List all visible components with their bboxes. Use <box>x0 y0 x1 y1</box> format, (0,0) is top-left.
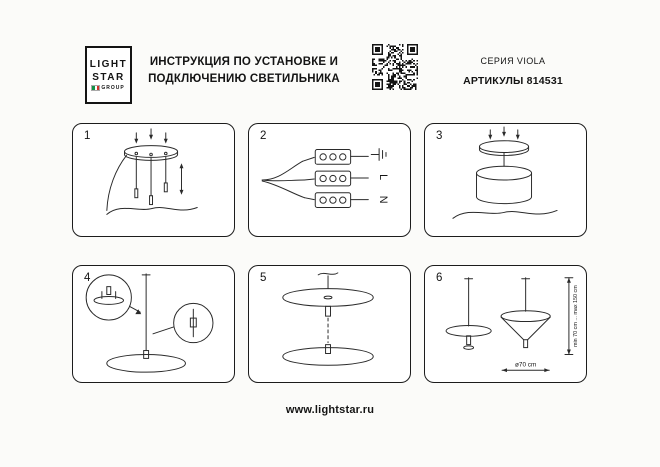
step-panel-2: 2 <box>248 123 411 237</box>
logo-bottom-row: GROUP <box>91 85 125 91</box>
logo-text-light: LIGHT <box>89 59 128 70</box>
step-panel-6: 6 <box>424 265 587 383</box>
instruction-steps-grid: 1 <box>72 123 587 383</box>
product-info: СЕРИЯ VIOLA АРТИКУЛЫ 814531 <box>443 56 583 87</box>
diagram-assembly-details <box>85 273 214 373</box>
diagram-disc-stack <box>282 272 374 366</box>
step-panel-1: 1 <box>72 123 235 237</box>
diagram-ceiling-mount <box>106 128 198 215</box>
articles-line: АРТИКУЛЫ 814531 <box>443 75 583 87</box>
articles-word: АРТИКУЛЫ <box>463 75 524 87</box>
neutral-wire-label: N <box>377 196 389 204</box>
qr-code-icon <box>372 44 418 90</box>
diagram-final-dimensions: min 70 cm ... max 150 cm ø70 cm <box>445 277 579 373</box>
step-number: 6 <box>436 272 443 284</box>
step-number: 4 <box>84 272 91 284</box>
website-url: www.lightstar.ru <box>285 404 375 416</box>
logo-text-star: STAR <box>92 71 125 83</box>
diameter-label: ø70 cm <box>515 361 536 368</box>
diagram-wiring: L N <box>261 148 389 208</box>
article-number: 814531 <box>526 75 563 87</box>
italy-flag-icon <box>91 85 101 91</box>
height-range-label: min 70 cm ... max 150 cm <box>573 285 579 347</box>
live-wire-label: L <box>377 174 389 180</box>
step-number: 1 <box>84 130 91 142</box>
step-panel-3: 3 <box>424 123 587 237</box>
step-panel-5: 5 <box>248 265 411 383</box>
step-panel-4: 4 <box>72 265 235 383</box>
page-title: ИНСТРУКЦИЯ ПО УСТАНОВКЕ И ПОДКЛЮЧЕНИЮ СВ… <box>137 54 351 89</box>
step-number: 3 <box>436 130 443 142</box>
title-line-2: ПОДКЛЮЧЕНИЮ СВЕТИЛЬНИКА <box>148 73 340 86</box>
series-label: СЕРИЯ VIOLA <box>480 56 546 66</box>
title-line-1: ИНСТРУКЦИЯ ПО УСТАНОВКЕ И <box>149 56 339 68</box>
lightstar-logo: LIGHT STAR GROUP <box>85 46 132 104</box>
logo-text-group: GROUP <box>101 85 125 91</box>
step-number: 5 <box>260 272 267 284</box>
step-number: 2 <box>260 130 267 142</box>
diagram-canopy-shade <box>452 126 558 219</box>
